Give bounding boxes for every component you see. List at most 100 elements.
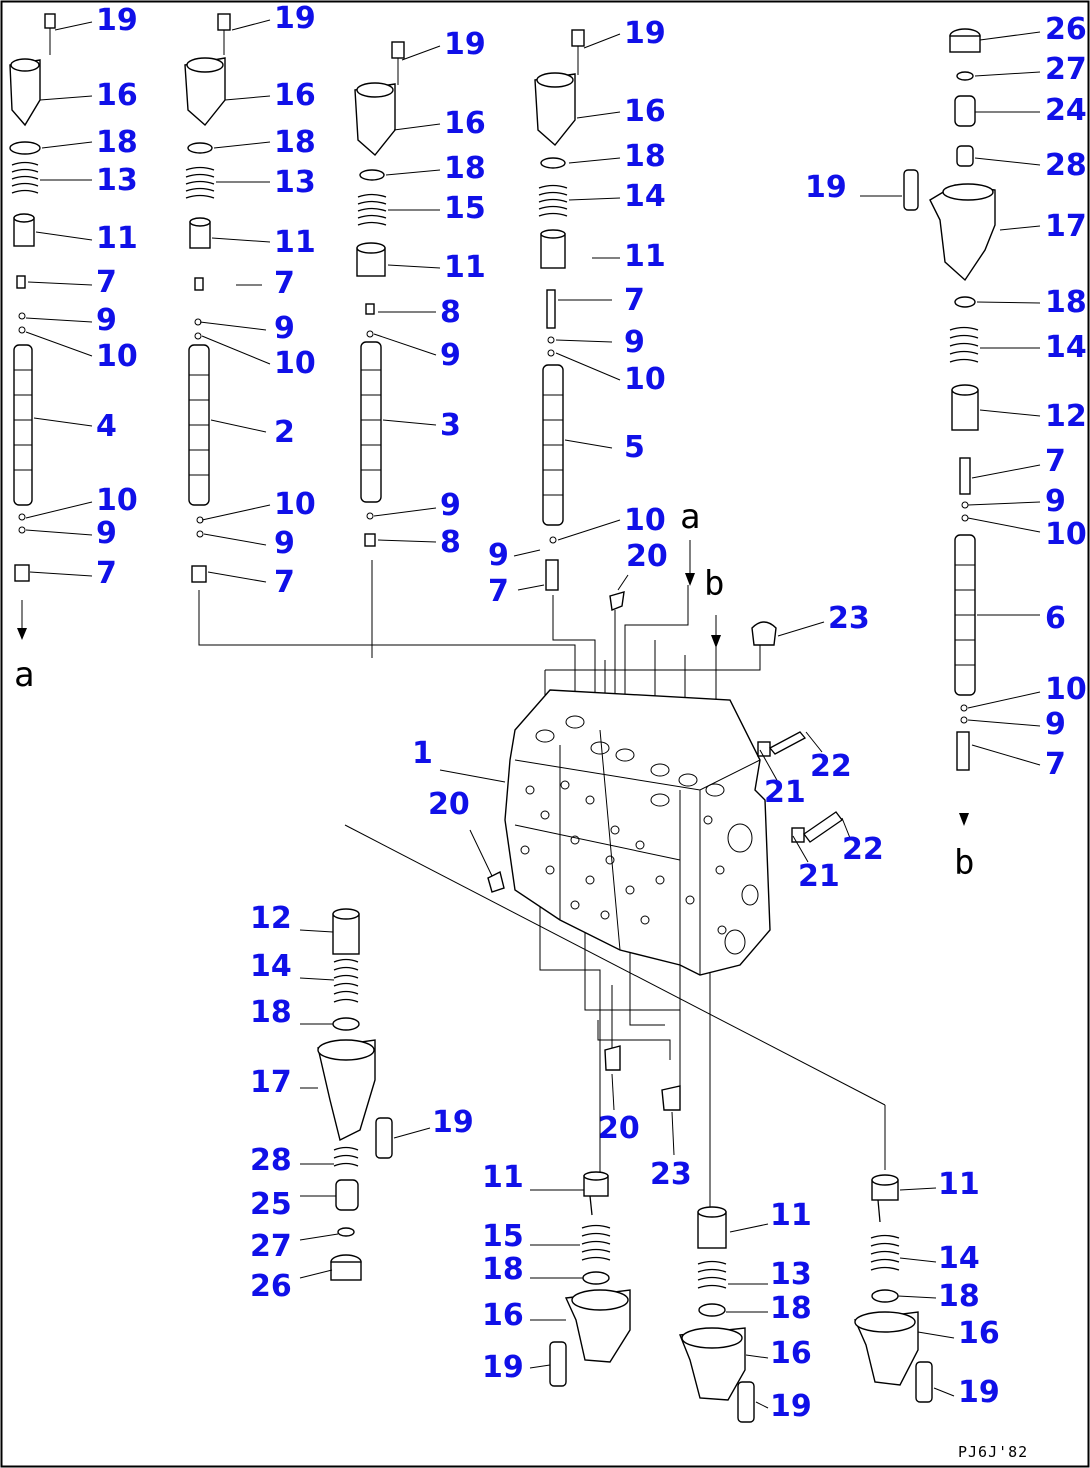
callout-leader — [213, 141, 271, 149]
callout-leader — [439, 769, 506, 783]
callout-leader — [382, 419, 437, 426]
part-callout: 3 — [440, 408, 461, 443]
column-1-parts — [9, 13, 56, 582]
part-callout: 16 — [444, 106, 486, 141]
part-callout: 14 — [1045, 330, 1087, 365]
part-callout: 11 — [624, 239, 666, 274]
part-callout: 1 — [412, 736, 433, 771]
callout-leader — [25, 529, 93, 536]
callout-leader — [33, 417, 93, 427]
callout-leader — [210, 419, 267, 433]
callout-leader — [387, 264, 441, 269]
main-valve-block — [504, 689, 771, 976]
plug-20-bottom — [604, 1045, 621, 1071]
flow-mark-label: b — [704, 564, 724, 604]
part-callout: 14 — [624, 179, 666, 214]
part-callout: 9 — [96, 516, 117, 551]
callout-leader — [979, 409, 1041, 417]
part-callout: 16 — [482, 1298, 524, 1333]
callout-leader — [29, 571, 93, 577]
callout-leader — [759, 749, 779, 783]
bottom-column-c-parts — [853, 1174, 933, 1403]
callout-leader — [917, 1331, 955, 1339]
part-callout: 8 — [440, 295, 461, 330]
part-callout: 10 — [624, 503, 666, 538]
column-4-parts — [534, 29, 585, 591]
callout-leader — [211, 237, 271, 243]
callout-leader — [41, 141, 93, 149]
callout-leader — [385, 169, 441, 176]
callout-leader — [971, 464, 1041, 479]
part-callout: 10 — [96, 483, 138, 518]
part-callout: 9 — [440, 488, 461, 523]
part-callout: 19 — [958, 1375, 1000, 1410]
part-callout: 11 — [770, 1198, 812, 1233]
callout-leader — [555, 352, 621, 381]
part-callout: 20 — [626, 539, 668, 574]
callout-leader — [564, 439, 613, 449]
part-callout: 11 — [274, 225, 316, 260]
callout-leader — [974, 157, 1041, 166]
part-callout: 4 — [96, 409, 117, 444]
callout-leader — [671, 1111, 675, 1156]
bottom-column-b-parts — [679, 1206, 755, 1423]
part-callout: 23 — [828, 601, 870, 636]
callout-leader — [617, 574, 629, 591]
part-callout: 22 — [810, 749, 852, 784]
callout-leader — [373, 333, 437, 356]
callout-leader — [611, 1073, 615, 1111]
callout-leader — [27, 281, 93, 286]
part-callout: 9 — [96, 303, 117, 338]
callout-leader — [373, 507, 437, 517]
callout-leader — [967, 691, 1041, 709]
part-callout: 15 — [482, 1219, 524, 1254]
part-callout: 2 — [274, 415, 295, 450]
callout-leader — [201, 335, 271, 365]
part-callout: 24 — [1045, 93, 1087, 128]
callout-leader — [841, 817, 851, 839]
part-callout: 9 — [440, 338, 461, 373]
part-callout: 10 — [1045, 672, 1087, 707]
callout-leader — [224, 95, 271, 101]
flow-arrows — [17, 540, 969, 826]
part-callout: 10 — [274, 346, 316, 381]
callout-leader — [777, 621, 825, 637]
part-callout: 9 — [1045, 484, 1066, 519]
callout-leader — [203, 533, 267, 546]
column-5-parts — [903, 28, 996, 771]
callout-leader — [583, 33, 621, 49]
part-callout: 14 — [250, 949, 292, 984]
part-callout: 28 — [250, 1143, 292, 1178]
part-callout: 22 — [842, 832, 884, 867]
part-callout: 16 — [96, 78, 138, 113]
part-callout: 17 — [250, 1065, 292, 1100]
part-callout: 19 — [444, 27, 486, 62]
callout-leader — [299, 1269, 333, 1279]
flow-mark-label: b — [954, 843, 974, 883]
callout-leader — [729, 1223, 769, 1233]
part-callout: 16 — [274, 78, 316, 113]
part-callout: 17 — [1045, 209, 1087, 244]
callout-leader — [976, 301, 1041, 304]
callout-leader — [557, 519, 621, 541]
part-callout: 18 — [938, 1279, 980, 1314]
callout-leader — [513, 549, 541, 557]
part-callout: 14 — [938, 1241, 980, 1276]
part-callout: 18 — [482, 1252, 524, 1287]
part-callout: 13 — [96, 163, 138, 198]
part-callout: 11 — [482, 1160, 524, 1195]
part-callout: 9 — [1045, 707, 1066, 742]
part-callout: 7 — [1045, 747, 1066, 782]
part-callout: 7 — [624, 283, 645, 318]
part-callout: 18 — [250, 995, 292, 1030]
part-callout: 11 — [938, 1167, 980, 1202]
callout-leader — [568, 157, 621, 164]
part-callout: 18 — [770, 1291, 812, 1326]
part-callout: 11 — [444, 250, 486, 285]
part-callout: 7 — [96, 556, 117, 591]
part-callout: 9 — [274, 526, 295, 561]
part-callout: 12 — [1045, 399, 1087, 434]
